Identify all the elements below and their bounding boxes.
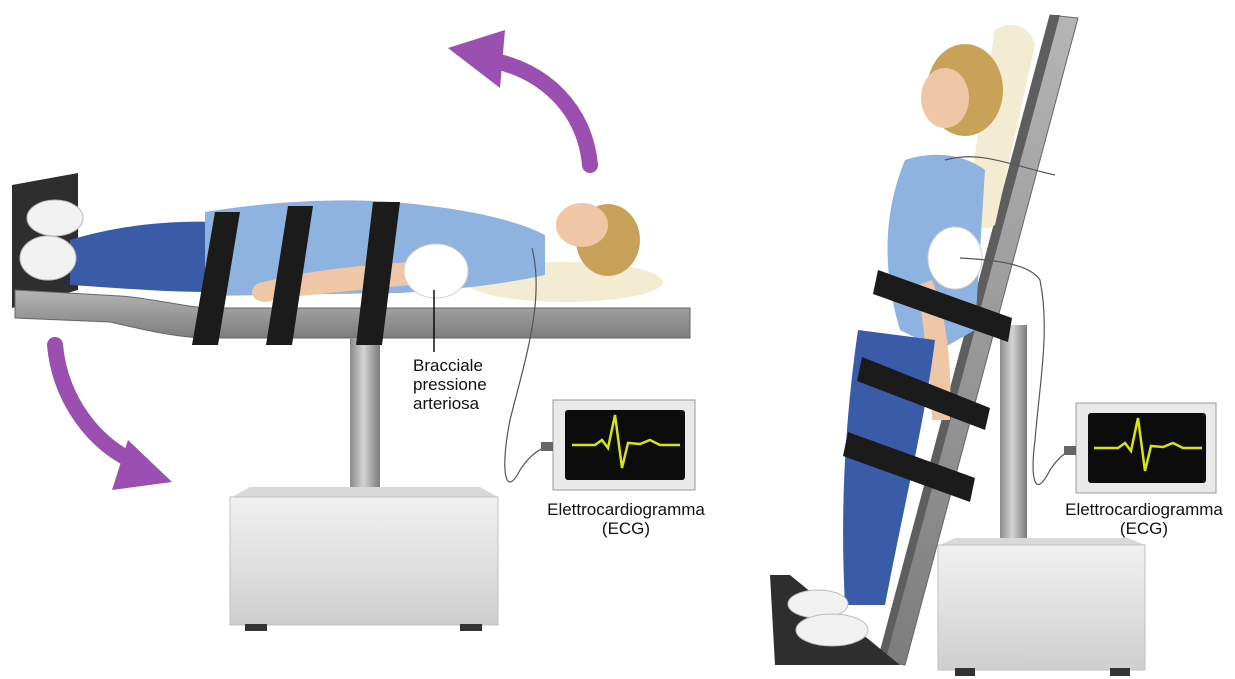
tilt-arrow-down	[55, 345, 135, 462]
ecg-plug-left	[541, 442, 553, 451]
table-pole	[350, 338, 380, 500]
bp-cuff-label-line2: pressione	[413, 375, 487, 394]
tilt-foot-left	[955, 668, 975, 676]
ecg-label-right-line1: Elettrocardiogramma	[1055, 500, 1233, 519]
table-foot-left	[245, 624, 267, 631]
tilt-foot-right	[1110, 668, 1130, 676]
table-base	[230, 497, 498, 625]
tilt-face	[921, 68, 969, 128]
supine-scene	[12, 30, 695, 631]
tilt-arrow-up	[490, 60, 590, 165]
ecg-plug-right	[1064, 446, 1076, 455]
ecg-label-right: Elettrocardiogramma (ECG)	[1055, 500, 1233, 538]
shoe-upper	[27, 200, 83, 236]
table-foot-right	[460, 624, 482, 631]
ecg-label-left: Elettrocardiogramma (ECG)	[536, 500, 716, 538]
table-base-top	[232, 487, 498, 497]
bp-cuff-label-line1: Bracciale	[413, 356, 487, 375]
bp-cuff	[404, 244, 468, 298]
tilt-base-top	[940, 538, 1145, 545]
tilt-shoe-front	[796, 614, 868, 646]
tilt-bp-cuff	[928, 227, 982, 289]
patient-face	[556, 203, 608, 247]
ecg-label-left-line2: (ECG)	[536, 519, 716, 538]
tilt-arrow-up-head	[448, 30, 505, 88]
ecg-label-right-line2: (ECG)	[1055, 519, 1233, 538]
ecg-label-left-line1: Elettrocardiogramma	[536, 500, 716, 519]
tilted-scene	[770, 15, 1216, 676]
bp-cuff-label-line3: arteriosa	[413, 394, 487, 413]
shoe-lower	[20, 236, 76, 280]
bp-cuff-label: Bracciale pressione arteriosa	[413, 356, 487, 413]
tilt-base	[938, 545, 1145, 670]
tilt-pole	[1000, 325, 1027, 550]
